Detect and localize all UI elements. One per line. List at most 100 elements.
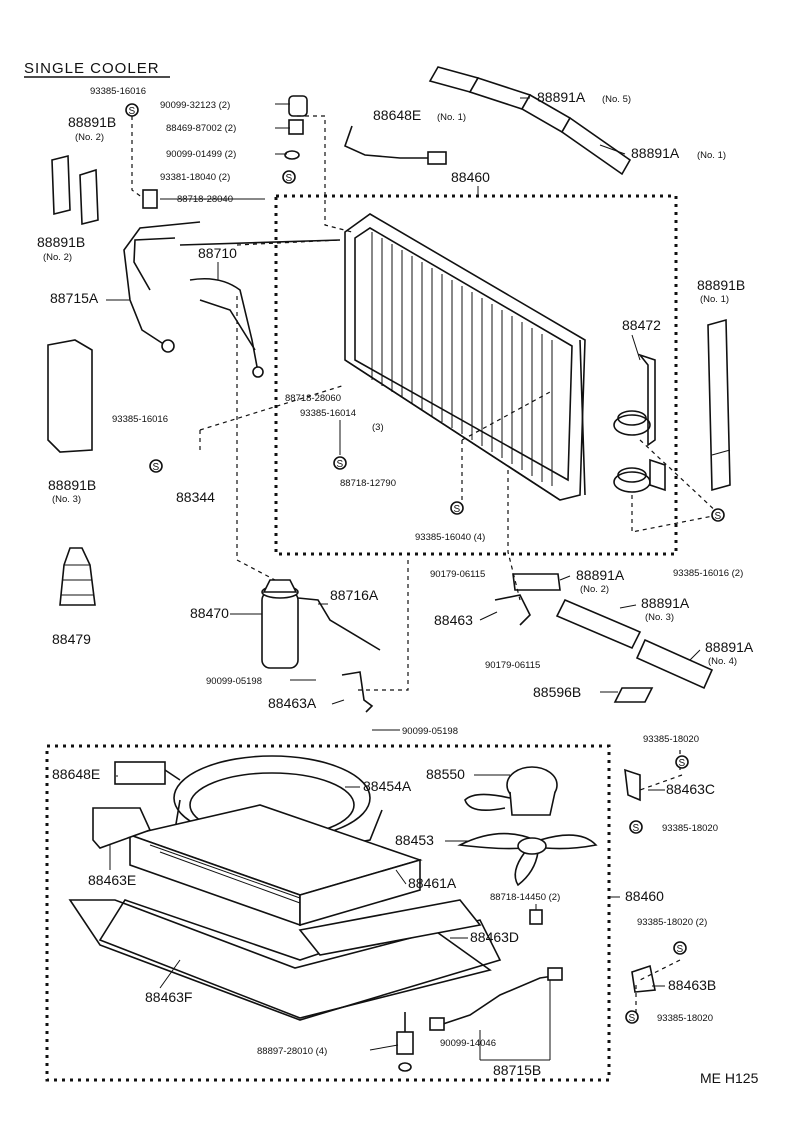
- label-88891A-no1: 88891A: [631, 145, 680, 161]
- label-93385-18020-a: 93385-18020: [643, 734, 699, 745]
- top-fittings: [284, 95, 308, 160]
- label-88460-top: 88460: [451, 169, 490, 185]
- label-93385-16016-left: 93385-16016: [112, 414, 168, 425]
- label-88463B: 88463B: [668, 977, 716, 993]
- svg-text:S: S: [129, 106, 136, 117]
- label-90179-06115-top: 90179-06115: [430, 569, 485, 580]
- screw-icon: S: [125, 103, 139, 117]
- label-88463D: 88463D: [470, 929, 519, 945]
- label-88461A: 88461A: [408, 875, 457, 891]
- label-88891A-no5: 88891A: [537, 89, 586, 105]
- callout-labels: 93385-16016 90099-32123 (2) 88469-87002 …: [37, 86, 759, 1086]
- label-88718-12790: 88718-12790: [340, 478, 396, 489]
- label-88470: 88470: [190, 605, 229, 621]
- seal-88891A-no5: [428, 66, 572, 134]
- condenser-core: [344, 213, 586, 501]
- condenser-bracket-88472: [613, 353, 666, 493]
- label-88891B-right-no: (No. 1): [700, 294, 729, 305]
- leader-lines-upper: [131, 108, 721, 691]
- label-90099-01499: 90099-01499 (2): [166, 149, 236, 160]
- label-88715B: 88715B: [493, 1062, 541, 1078]
- svg-text:S: S: [286, 173, 293, 184]
- label-90099-05198-left: 90099-05198: [206, 676, 262, 687]
- label-88891A-no4-no: (No. 4): [708, 656, 737, 667]
- label-88479: 88479: [52, 631, 91, 647]
- label-88891B-top-no: (No. 2): [75, 132, 104, 143]
- label-88891A-no1-no: (No. 1): [697, 150, 726, 161]
- bracket-88463D: [298, 899, 482, 956]
- label-88716A: 88716A: [330, 587, 379, 603]
- screw-icon: S: [282, 170, 296, 184]
- seal-88891A-no1: [560, 116, 632, 176]
- hose-88716A: [297, 597, 381, 651]
- label-88891A-no4: 88891A: [705, 639, 754, 655]
- label-93385-18020-c: 93385-18020: [657, 1013, 713, 1024]
- pressure-switch-88648E-top: [344, 125, 447, 165]
- seal-88891A-no4: [635, 638, 714, 690]
- label-88469-87002: 88469-87002 (2): [166, 123, 236, 134]
- seal-88891A-no3: [555, 598, 642, 650]
- receiver-88470: [261, 579, 299, 669]
- bracket-88463A: [341, 671, 374, 713]
- label-88648E-top: 88648E: [373, 107, 421, 123]
- discharge-hose-88710: [179, 239, 341, 378]
- label-88897-28010: 88897-28010 (4): [257, 1046, 327, 1057]
- bracket-88463C: [624, 768, 641, 802]
- label-88463C: 88463C: [666, 781, 715, 797]
- screw-icon: S: [333, 456, 347, 470]
- label-88344: 88344: [176, 489, 215, 505]
- screw-icon: S: [625, 1010, 639, 1024]
- seal-88891A-no2: [512, 573, 561, 591]
- evaporator-assembly-boundary: [45, 744, 611, 1082]
- fitting-88718-28040: [142, 189, 158, 209]
- switch-88648E-bottom: [114, 761, 181, 785]
- label-90099-32123: 90099-32123 (2): [160, 100, 230, 111]
- mount-88897-28010: [396, 1012, 414, 1072]
- screw-icon: S: [711, 508, 725, 522]
- diagram-code: ME H125: [700, 1070, 759, 1086]
- label-88710: 88710: [198, 245, 237, 261]
- label-88453: 88453: [395, 832, 434, 848]
- label-88550: 88550: [426, 766, 465, 782]
- label-qty3: (3): [372, 422, 384, 433]
- hose-88715B: [429, 967, 563, 1031]
- label-88463F: 88463F: [145, 989, 192, 1005]
- label-93385-16016-right: 93385-16016 (2): [673, 568, 743, 579]
- label-90179-06115-bot: 90179-06115: [485, 660, 540, 671]
- screw-icon: S: [450, 501, 464, 515]
- svg-text:S: S: [633, 823, 640, 834]
- label-88454A: 88454A: [363, 778, 412, 794]
- svg-text:S: S: [677, 944, 684, 955]
- liquid-pipe-88715A: [123, 221, 201, 353]
- screw-icon: S: [149, 459, 163, 473]
- label-93385-16014: 93385-16014: [300, 408, 356, 419]
- label-88891A-no2-no: (No. 2): [580, 584, 609, 595]
- svg-text:S: S: [629, 1013, 636, 1024]
- label-88891B-mid: 88891B: [37, 234, 85, 250]
- label-93381-18040: 93381-18040 (2): [160, 172, 230, 183]
- boot-88479: [59, 547, 96, 606]
- label-93385-16016-top: 93385-16016: [90, 86, 146, 97]
- diagram-title: SINGLE COOLER: [24, 60, 160, 77]
- svg-text:S: S: [153, 462, 160, 473]
- svg-text:S: S: [715, 511, 722, 522]
- label-88596B: 88596B: [533, 684, 581, 700]
- label-93385-18020-b: 93385-18020: [662, 823, 718, 834]
- motor-88550: [464, 766, 558, 816]
- bracket-88463E: [92, 807, 152, 849]
- label-88648E-top-no: (No. 1): [437, 112, 466, 123]
- callout-leaders: [106, 97, 701, 1061]
- screw-icon: S: [629, 820, 643, 834]
- label-90099-05198-bot: 90099-05198: [402, 726, 458, 737]
- evaporator-core: [127, 804, 423, 927]
- label-93385-18020-2: 93385-18020 (2): [637, 917, 707, 928]
- seal-88891B-no1: [707, 318, 731, 492]
- screw-symbols: S S S S S S S S S S: [125, 103, 725, 1024]
- screw-icon: S: [675, 755, 689, 769]
- label-88891B-no3: 88891B: [48, 477, 96, 493]
- label-88463A: 88463A: [268, 695, 317, 711]
- label-88463: 88463: [434, 612, 473, 628]
- screw-icon: S: [673, 941, 687, 955]
- label-88891A-no3: 88891A: [641, 595, 690, 611]
